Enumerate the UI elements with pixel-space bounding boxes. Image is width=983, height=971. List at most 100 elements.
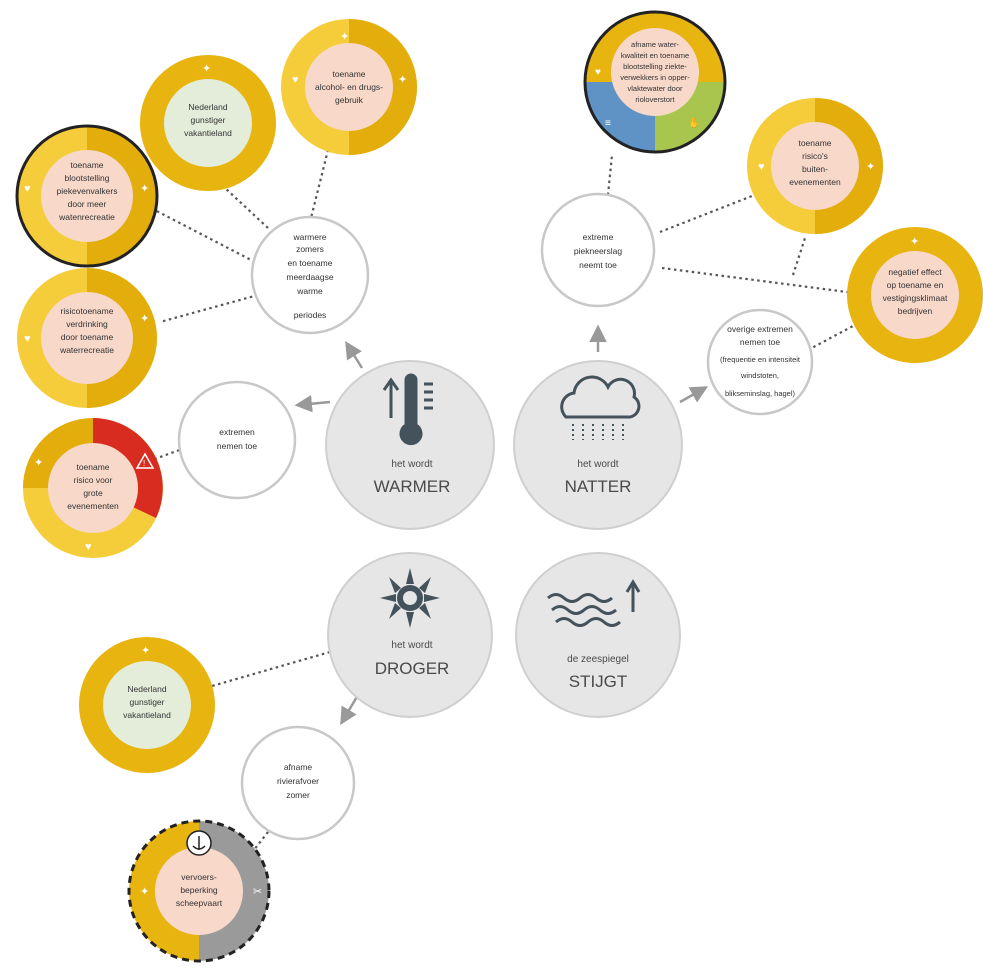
heart-icon: ♥ [24,333,31,345]
hand-icon: ✋ [688,116,700,129]
svg-text:windstoten,: windstoten, [740,371,779,380]
svg-text:warmere: warmere [292,232,326,242]
node-overige-extremen: overige extremen nemen toe (frequentie e… [706,308,814,416]
svg-text:en toename: en toename [288,258,333,268]
running-figure-icon: ✦ [140,313,149,325]
svg-text:waterrecreatie: waterrecreatie [59,345,114,355]
svg-text:Nederland: Nederland [127,684,166,694]
running-figure-icon: ✦ [34,457,43,469]
svg-text:toename: toename [70,160,103,170]
impact-vestigingsklimaat: negatief effect op toename en vestigings… [847,227,983,363]
heart-icon: ♥ [85,541,92,553]
svg-text:vestigingsklimaat: vestigingsklimaat [883,293,948,303]
svg-text:afname water-: afname water- [631,40,679,49]
svg-text:scheepvaart: scheepvaart [176,898,223,908]
hub-droger-main: DROGER [375,659,450,678]
heart-icon: ♥ [595,67,601,78]
svg-text:toename: toename [76,462,109,472]
svg-text:evenementen: evenementen [67,501,119,511]
svg-text:meerdaagse: meerdaagse [286,272,334,282]
svg-text:piekevenvalkers: piekevenvalkers [57,186,118,196]
svg-text:bedrijven: bedrijven [898,306,933,316]
impact-nederland-vakantieland-warm: Nederland gunstiger vakantieland ✦ [140,55,276,191]
sun-icon [380,568,440,628]
running-figure-icon: ✦ [140,183,149,195]
svg-text:overige extremen: overige extremen [727,324,793,334]
svg-text:watenrecreatie: watenrecreatie [58,212,115,222]
svg-text:grote: grote [83,488,103,498]
svg-text:blootstelling: blootstelling [65,173,110,183]
hub-natter-main: NATTER [565,477,632,496]
svg-text:door toename: door toename [61,332,114,342]
svg-text:nemen toe: nemen toe [217,441,257,451]
impact-buitenevenementen: toename risico's buiten- evenementen ♥ ✦ [747,98,883,234]
node-warme-zomers: warmere zomers en toename meerdaagse war… [250,215,370,335]
rising-waves-icon [547,579,641,627]
impact-verdrinking: risicotoename verdrinking door toename w… [17,268,157,408]
svg-text:alcohol- en drugs-: alcohol- en drugs- [315,82,383,92]
scissors-icon: ✂ [253,886,262,898]
svg-text:vakantieland: vakantieland [123,710,171,720]
svg-text:extremen: extremen [219,427,255,437]
impact-waterkwaliteit: afname water- kwaliteit en toename bloot… [583,10,727,154]
svg-text:zomer: zomer [286,790,310,800]
svg-text:blootstelling ziekte-: blootstelling ziekte- [623,62,687,71]
svg-text:piekneerslag: piekneerslag [574,246,622,256]
running-figure-icon: ✦ [910,236,919,248]
svg-text:vakantieland: vakantieland [184,128,232,138]
svg-text:negatief effect: negatief effect [888,267,942,277]
svg-text:rivierafvoer: rivierafvoer [277,776,319,786]
svg-text:door meer: door meer [68,199,107,209]
svg-text:vervoers-: vervoers- [181,872,217,882]
impact-nederland-vakantieland-droog: Nederland gunstiger vakantieland ✦ [79,637,215,773]
svg-text:rioloverstort: rioloverstort [635,95,675,104]
impact-scheepvaart: vervoers- beperking scheepvaart ✂ ✦ [127,819,271,963]
heart-icon: ♥ [24,183,31,195]
running-figure-icon: ✦ [340,31,349,43]
hub-warmer: het wordt WARMER [325,360,495,530]
hub-droger-pre: het wordt [391,640,432,651]
hub-stijgt-main: STIJGT [569,672,628,691]
running-figure-icon: ✦ [140,886,149,898]
warning-triangle-icon: ! [135,452,155,469]
running-figure-icon: ✦ [141,645,150,657]
heart-icon: ♥ [292,74,299,86]
hub-natter-pre: het wordt [577,459,618,470]
hub-droger: het wordt DROGER [327,552,493,718]
svg-text:periodes: periodes [294,310,327,320]
svg-text:!: ! [143,459,145,468]
impact-blootstelling: toename blootstelling piekevenvalkers do… [15,124,159,268]
arrows [294,324,709,726]
impact-alcohol: toename alcohol- en drugs- gebruik ♥ ✦ ✦ [281,19,417,155]
svg-text:Nederland: Nederland [188,102,227,112]
svg-text:verdrinking: verdrinking [66,319,108,329]
svg-text:zomers: zomers [296,244,324,254]
svg-text:warme: warme [296,286,323,296]
rain-cloud-icon [560,375,641,440]
svg-text:gebruik: gebruik [335,95,364,105]
svg-text:evenementen: evenementen [789,177,841,187]
hub-stijgt-pre: de zeespiegel [567,654,629,665]
thermometer-icon [382,373,433,446]
svg-text:risico's: risico's [802,151,828,161]
water-lines-icon: ≡ [605,118,611,129]
svg-text:risico voor: risico voor [74,475,113,485]
node-extremen-warm: extremen nemen toe [177,380,297,500]
svg-text:blikseminslag, hagel): blikseminslag, hagel) [725,389,796,398]
running-figure-icon: ✦ [866,161,875,173]
node-piekneerslag: extreme piekneerslag neemt toe [540,192,656,308]
svg-text:afname: afname [284,762,313,772]
svg-text:toename: toename [332,69,365,79]
running-figure-icon: ✦ [202,63,211,75]
svg-text:(frequentie en intensiteit: (frequentie en intensiteit [720,355,801,364]
svg-text:kwaliteit en toename: kwaliteit en toename [621,51,689,60]
svg-text:gunstiger: gunstiger [191,115,226,125]
node-rivierafvoer: afname rivierafvoer zomer [240,725,356,841]
svg-text:vlaktewater door: vlaktewater door [627,84,683,93]
svg-text:beperking: beperking [180,885,218,895]
hub-warmer-main: WARMER [374,477,451,496]
svg-text:gunstiger: gunstiger [130,697,165,707]
svg-text:extreme: extreme [583,232,614,242]
svg-text:op toename en: op toename en [887,280,944,290]
